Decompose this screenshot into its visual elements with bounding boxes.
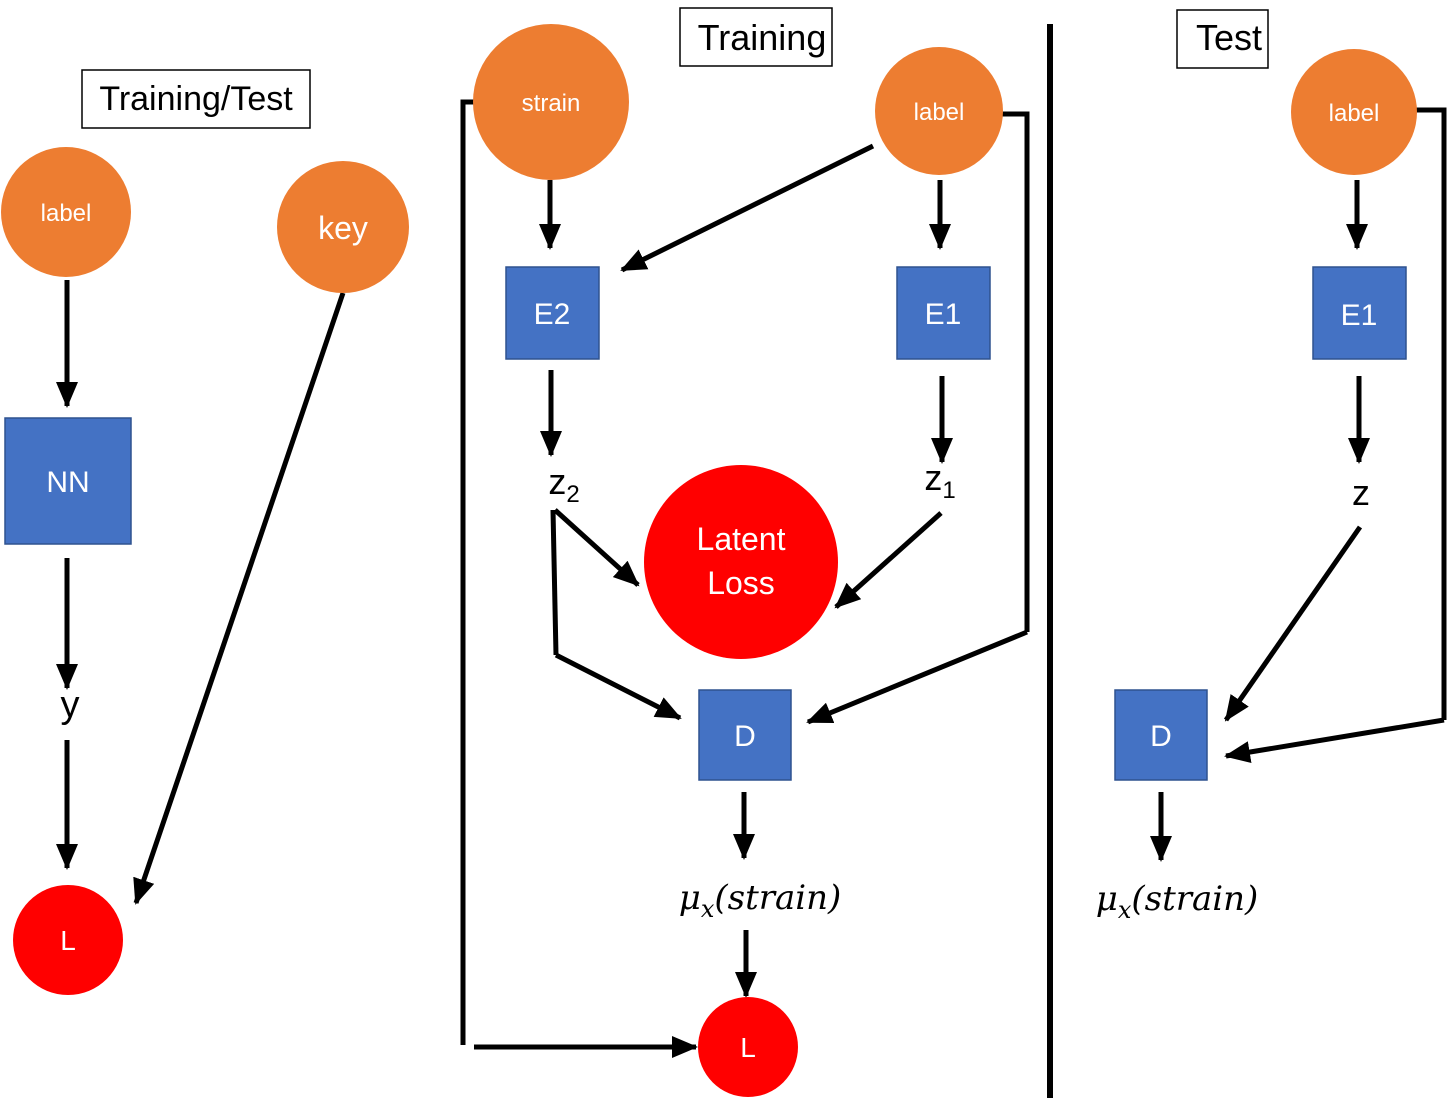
edge-z2-to-latent-loss — [553, 508, 640, 587]
edge-label-to-decoder — [806, 629, 1028, 725]
label-node-training-text: label — [914, 99, 965, 126]
mu-symbol: μ — [679, 878, 701, 918]
z1-subscript: 1 — [942, 477, 955, 504]
middle-panel-title: Training — [698, 17, 827, 58]
edge-key-to-loss — [133, 292, 346, 905]
z2-subscript: 2 — [566, 481, 579, 508]
mu-output-training: μx(strain) — [679, 878, 842, 923]
strain-node-text: strain — [522, 90, 581, 117]
edge-label-bracket — [1002, 111, 1030, 632]
edge-z-to-decoder-test — [1223, 525, 1363, 722]
left-panel-title-box — [81, 69, 311, 129]
key-node-text: key — [318, 210, 368, 246]
edge-label-bracket-test — [1416, 107, 1447, 720]
label-node-test: label — [1291, 49, 1417, 175]
z2-latent: z2 — [548, 461, 579, 508]
loss-node-text: L — [60, 925, 76, 956]
latent-loss-node: Latent Loss — [644, 465, 838, 659]
left-panel-title: Training/Test — [99, 80, 293, 118]
nn-box: NN — [4, 417, 132, 545]
edge-z2-branch-down — [550, 509, 559, 656]
label-node-text: label — [41, 200, 92, 227]
y-output: y — [61, 684, 80, 726]
e1-box-test: E1 — [1312, 266, 1407, 360]
loss-node-training: L — [698, 997, 798, 1097]
label-node-test-text: label — [1329, 100, 1380, 127]
z1-letter: z — [924, 457, 942, 498]
loss-node-training-text: L — [740, 1032, 756, 1063]
label-node: label — [1, 147, 131, 277]
nn-box-text: NN — [46, 466, 89, 499]
mu-subscript: x — [701, 895, 715, 923]
edge-label-to-decoder-test — [1224, 717, 1445, 763]
latent-loss-text-line2: Loss — [707, 565, 775, 601]
e2-box-text: E2 — [534, 298, 571, 331]
z1-latent: z1 — [924, 457, 955, 504]
mu-symbol-test: μ — [1096, 879, 1118, 919]
right-panel-title-box — [1176, 9, 1269, 69]
mu-argument-test: (strain) — [1131, 879, 1258, 919]
middle-panel: Training strain label E2 — [460, 7, 1030, 1097]
edge-z2-to-decoder — [554, 652, 682, 721]
decoder-box-test: D — [1114, 689, 1208, 781]
label-node-training: label — [875, 47, 1003, 175]
strain-node: strain — [473, 24, 629, 180]
mu-subscript-test: x — [1118, 896, 1132, 924]
e1-box-training-text: E1 — [925, 298, 962, 331]
edge-label-to-e2 — [620, 143, 875, 273]
decoder-box-test-text: D — [1150, 720, 1172, 753]
mu-argument: (strain) — [714, 878, 841, 918]
z2-letter: z — [548, 461, 566, 502]
e2-box: E2 — [505, 266, 600, 360]
e1-box-test-text: E1 — [1341, 299, 1378, 332]
key-node: key — [277, 161, 409, 293]
right-panel-title: Test — [1196, 17, 1262, 58]
loss-node: L — [13, 885, 123, 995]
e1-box-training: E1 — [896, 266, 991, 360]
mu-output-test: μx(strain) — [1096, 879, 1259, 924]
edge-strain-bracket — [460, 99, 476, 1045]
decoder-box-training-text: D — [734, 720, 756, 753]
decoder-box-training: D — [698, 689, 792, 781]
z-latent-test: z — [1352, 472, 1370, 513]
left-panel: Training/Test label key NN y L — [1, 69, 409, 995]
right-panel: Test label E1 z D μx(strain) — [1096, 9, 1447, 924]
latent-loss-text-line1: Latent — [697, 521, 786, 557]
edge-z1-to-latent-loss — [834, 511, 943, 609]
middle-panel-title-box — [679, 7, 833, 67]
